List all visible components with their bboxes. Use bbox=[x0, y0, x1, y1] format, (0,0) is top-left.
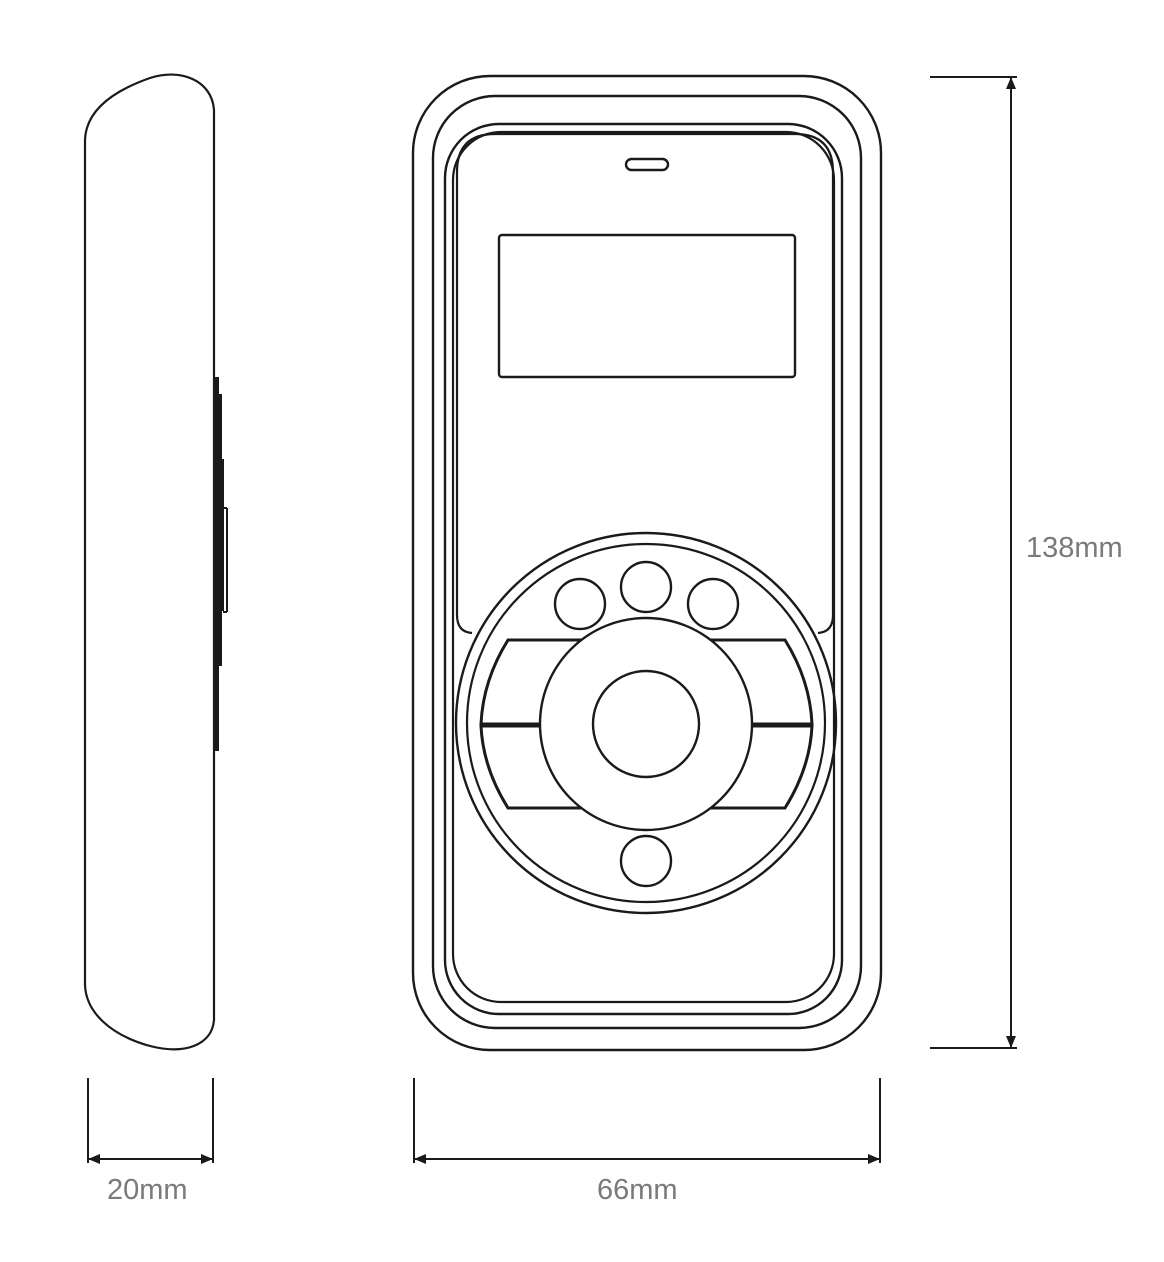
width-dimension bbox=[413, 1078, 881, 1164]
center-select-button bbox=[591, 669, 701, 779]
right-rocker-top bbox=[705, 638, 814, 726]
navigation-ring bbox=[538, 616, 754, 832]
side-view-buttons-profile bbox=[213, 377, 228, 751]
left-rocker-top bbox=[479, 638, 587, 726]
speaker-slot bbox=[624, 157, 670, 172]
bezel-inner bbox=[451, 130, 836, 1004]
side-view bbox=[83, 73, 228, 1051]
top-right-button bbox=[686, 577, 740, 631]
side-view-body-outline bbox=[83, 73, 216, 1051]
button-ring-outer bbox=[454, 531, 838, 915]
width-dimension-label: 66mm bbox=[597, 1174, 678, 1206]
height-dimension bbox=[930, 76, 1017, 1049]
depth-dimension-label: 20mm bbox=[107, 1174, 188, 1206]
lcd-display bbox=[497, 233, 797, 379]
right-rocker-bottom bbox=[705, 724, 814, 810]
button-ring-inner bbox=[465, 542, 827, 904]
top-left-button bbox=[553, 577, 607, 631]
bottom-center-button bbox=[619, 834, 673, 888]
front-view bbox=[411, 74, 883, 1052]
height-dimension-label: 138mm bbox=[1026, 532, 1123, 564]
top-center-button bbox=[619, 560, 673, 614]
depth-dimension bbox=[87, 1078, 214, 1164]
left-rocker-bottom bbox=[479, 724, 587, 810]
bezel-outer bbox=[443, 122, 844, 1016]
upper-panel-edge-left-curve bbox=[455, 614, 473, 635]
inner-shell bbox=[431, 94, 863, 1030]
upper-panel-edge bbox=[455, 132, 835, 635]
side-profile-ridge-3 bbox=[220, 459, 224, 611]
outer-shell bbox=[411, 74, 883, 1052]
